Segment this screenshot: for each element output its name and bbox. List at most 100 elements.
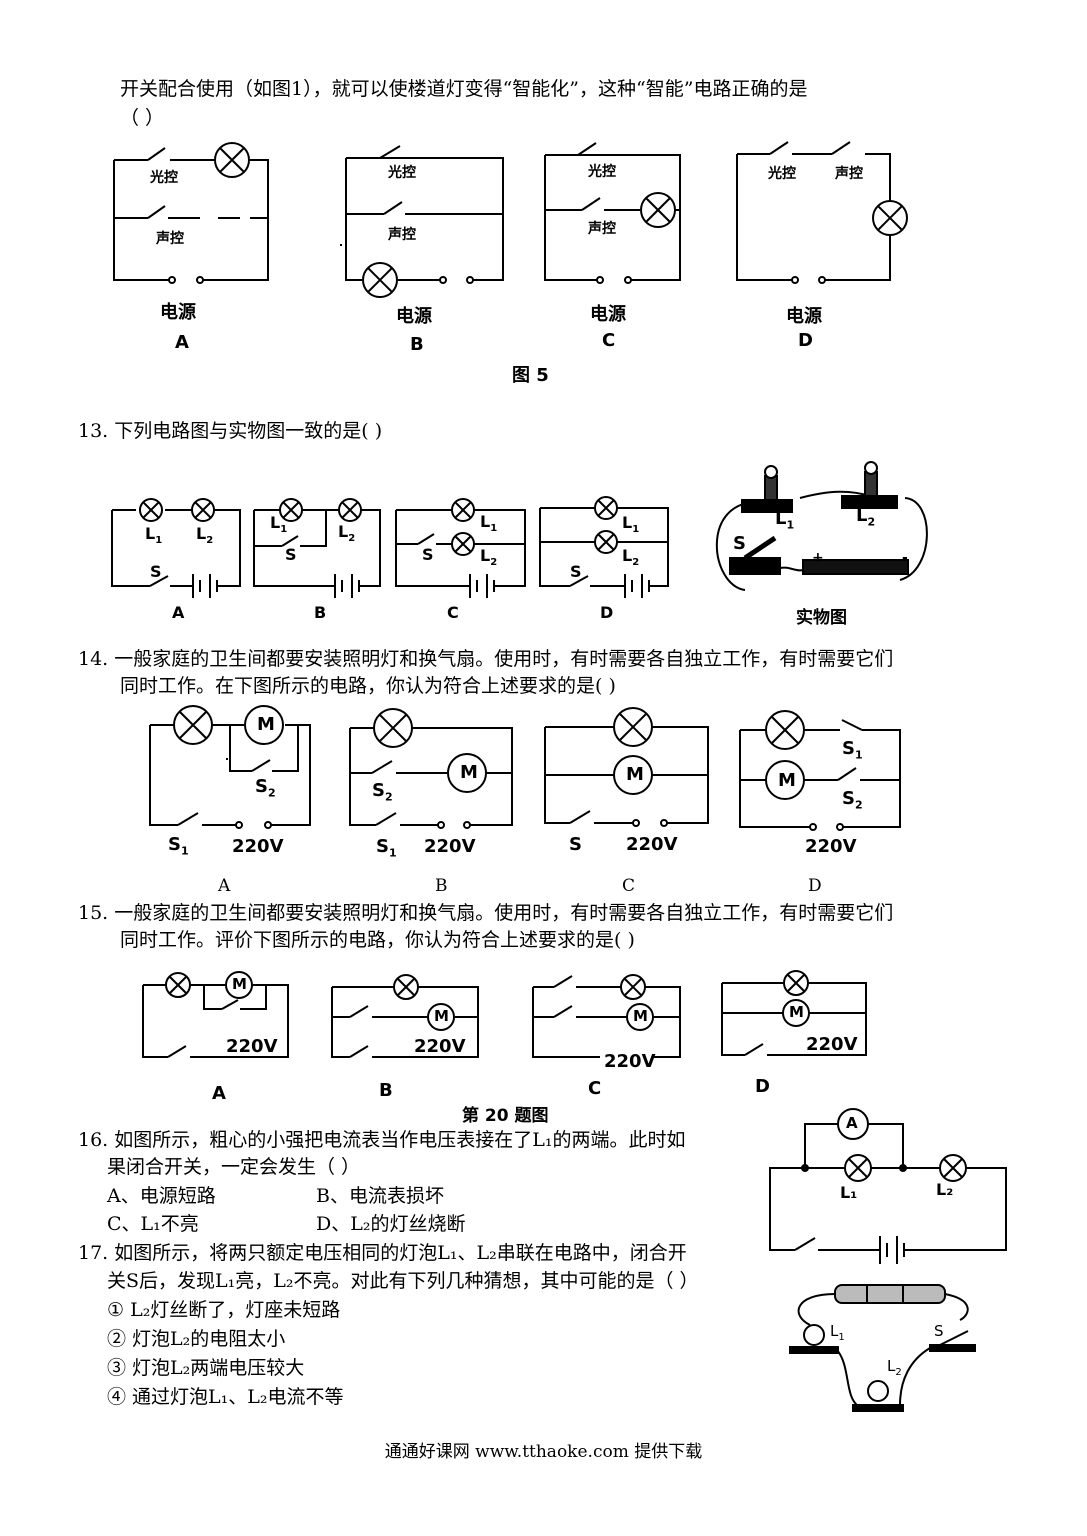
q14-a-s1-label: S1 [168,834,189,858]
q13-circuit-b [253,498,381,598]
q13-c-switch-label: S [422,545,434,564]
q13-a-switch-label: S [150,562,162,581]
q13-d-l1-label: L1 [622,513,639,535]
q15-text-line1: 15. 一般家庭的卫生间都要安装照明灯和换气扇。使用时，有时需要各自独立工作，有… [78,902,894,924]
q15-circuit-b [331,974,479,1058]
q13-question-text: 13. 下列电路图与实物图一致的是( ) [78,420,383,442]
q13-a-l1-text: L [145,524,156,543]
q17-guess-4: ④ 通过灯泡L₁、L₂电流不等 [107,1386,344,1408]
q12-circuit-b [340,145,504,298]
q13-option-a: A [172,603,185,622]
q15-b-voltage: 220V [414,1036,466,1057]
q12-circuit-c [544,142,681,284]
q12-answer-blank: （ ） [120,107,165,129]
q17-l2-sub: 2 [895,1367,902,1378]
q17-text-line2: 关S后，发现L₁亮，L₂不亮。对此有下列几种猜想，其中可能的是（ ） [107,1270,699,1292]
q13-d-l1-sub: 1 [632,524,640,536]
q14-b-voltage: 220V [424,836,476,857]
q13-d-l2-text: L [622,546,633,565]
q12-option-b: B [410,334,424,355]
q16-option-a: A、电源短路 [107,1185,216,1207]
q16-text-line2: 果闭合开关，一定会发生（ ） [107,1156,361,1178]
q13-b-l2-sub: 2 [348,533,356,545]
q13-option-c: C [447,603,459,622]
q16-option-b: B、电流表损坏 [316,1185,444,1207]
q14-b-s1-sub: 1 [388,846,397,860]
q17-l1-text: L [830,1322,839,1340]
q13-real-switch-label: S [733,533,746,554]
q15-option-c: C [588,1078,602,1099]
q14-b-s2-label: S2 [372,780,393,804]
q15-b-motor: M [434,1007,449,1025]
q14-b-s1-label: S1 [376,836,397,860]
q14-d-voltage: 220V [805,836,857,857]
q12-b-light-switch-label: 光控 [388,165,416,181]
q16-ammeter-label: A [846,1114,858,1132]
q12-c-power-label: 电源 [590,304,626,325]
q12-text-line1: 开关配合使用（如图1），就可以使楼道灯变得“智能化”，这种“智能”电路正确的是 [120,78,808,100]
q12-figures [113,141,908,298]
q17-guess-3: ③ 灯泡L₂两端电压较大 [107,1357,305,1379]
q15-text-line2: 同时工作。评价下图所示的电路，你认为符合上述要求的是( ) [120,929,635,951]
q12-d-sound-switch-label: 声控 [835,166,863,182]
q14-c-motor: M [626,764,644,785]
q14-circuit-a [149,705,311,829]
q12-option-c: C [602,330,616,351]
q15-d-voltage: 220V [806,1034,858,1055]
q13-option-d: D [600,603,614,622]
q13-d-switch-label: S [570,562,582,581]
q15-a-motor: M [232,975,247,993]
q14-option-b: B [435,876,448,896]
q12-circuit-a [113,142,269,284]
q12-a-power-label: 电源 [160,302,196,323]
q14-circuit-b [349,708,513,829]
q13-figures [111,461,928,598]
q17-text-line1: 17. 如图所示，将两只额定电压相同的灯泡L₁、L₂串联在电路中，闭合开 [78,1242,687,1264]
q14-a-motor: M [257,714,275,735]
q14-d-s1-sub: 1 [854,748,863,762]
q15-a-voltage: 220V [226,1036,278,1057]
q13-c-l1-text: L [480,512,491,531]
q17-s-label: S [934,1322,944,1340]
q12-option-d: D [798,330,813,351]
q14-d-motor: M [778,770,796,791]
q13-c-l1-sub: 1 [490,523,498,535]
q13-b-l1-label: L1 [270,513,287,535]
q14-d-s2-sub: 2 [854,798,863,812]
q13-c-l2-sub: 2 [490,557,498,569]
q14-c-voltage: 220V [626,834,678,855]
q12-a-light-switch-label: 光控 [150,170,178,186]
q13-b-switch-label: S [285,545,297,564]
q16-text-line1: 16. 如图所示，粗心的小强把电流表当作电压表接在了L₁的两端。此时如 [78,1129,686,1151]
q16-l1-label: L₁ [840,1183,858,1202]
q13-real-minus: - [902,550,908,566]
q15-option-b: B [379,1080,393,1101]
q13-a-l2-label: L2 [196,524,213,546]
q12-b-power-label: 电源 [396,306,432,327]
q17-guess-2: ② 灯泡L₂的电阻太小 [107,1328,286,1350]
q13-c-l2-text: L [480,546,491,565]
q13-real-caption: 实物图 [796,608,847,628]
q17-l2-text: L [887,1357,896,1375]
q12-option-a: A [175,332,189,353]
q12-d-light-switch-label: 光控 [768,166,796,182]
q15-circuit-d [721,970,867,1056]
q14-d-s2-label: S2 [842,788,863,812]
q14-option-a: A [218,876,231,896]
q14-option-c: C [622,876,636,896]
q14-text-line1: 14. 一般家庭的卫生间都要安装照明灯和换气扇。使用时，有时需要各自独立工作，有… [78,648,894,670]
q14-a-s2-text: S [255,776,268,797]
q17-apparatus [789,1284,976,1412]
q16-circuit [769,1108,1007,1264]
q13-real-l1-sub: 1 [786,518,795,532]
q14-circuit-c [544,707,709,827]
q13-real-l2-sub: 2 [867,515,876,529]
q17-guess-1: ① L₂灯丝断了，灯座未短路 [107,1299,341,1321]
q13-b-l1-text: L [270,513,281,532]
q15-c-voltage: 220V [604,1051,656,1072]
q12-b-sound-switch-label: 声控 [388,227,416,243]
q13-a-l2-sub: 2 [206,535,214,547]
page-footer: 通通好课网 www.tthaoke.com 提供下载 [384,1442,703,1462]
q14-a-s1-sub: 1 [180,844,189,858]
q15-figure-caption: 第 20 题图 [462,1106,549,1126]
